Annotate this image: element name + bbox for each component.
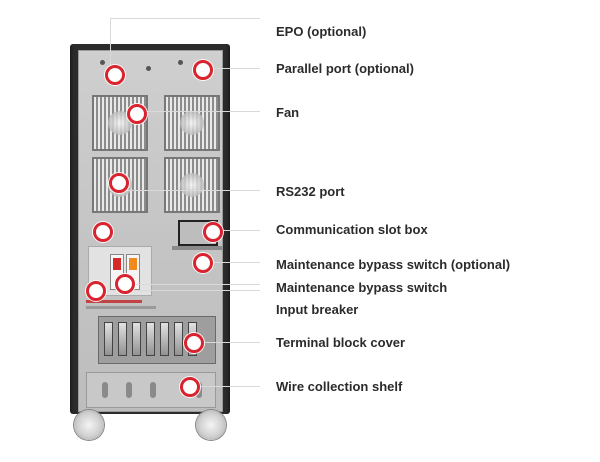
maintenance-bypass-switch-marker	[115, 274, 135, 294]
terminal	[104, 322, 113, 356]
wire-collection-shelf-marker	[180, 377, 200, 397]
leader-line	[116, 190, 260, 191]
leader-line	[210, 230, 260, 231]
label-input-breaker: Input breaker	[276, 302, 359, 317]
label-wire-collection-shelf: Wire collection shelf	[276, 379, 403, 394]
label-parallel-port: Parallel port (optional)	[276, 61, 414, 76]
caster-wheel	[74, 410, 104, 440]
fan-grille-bottom-right	[164, 157, 220, 213]
maintenance-bypass-switch-optional-marker	[93, 222, 113, 242]
shelf-slot	[150, 382, 156, 398]
leader-line	[200, 262, 260, 263]
leader-line	[190, 342, 260, 343]
shelf-slot	[102, 382, 108, 398]
maintenance-bypass-switch-optional-marker	[193, 253, 213, 273]
label-maintenance-bypass-switch-optional: Maintenance bypass switch (optional)	[276, 257, 511, 272]
leader-line	[122, 284, 260, 285]
leader-line	[92, 290, 260, 291]
panel-screw	[100, 60, 105, 65]
terminal-block-cover-marker	[184, 333, 204, 353]
terminal	[174, 322, 183, 356]
terminal	[160, 322, 169, 356]
leader-line	[110, 18, 260, 19]
leader-line	[134, 111, 260, 112]
panel-screw	[178, 60, 183, 65]
fan-marker	[127, 104, 147, 124]
caster-wheel	[196, 410, 226, 440]
fan-grille-top-right	[164, 95, 220, 151]
shelf-slot	[126, 382, 132, 398]
label-fan: Fan	[276, 105, 300, 120]
parallel-port-marker	[193, 60, 213, 80]
label-terminal-block-cover: Terminal block cover	[276, 335, 406, 350]
rs232-port-marker	[109, 173, 129, 193]
warning-marking	[86, 306, 156, 309]
leader-line	[200, 68, 260, 69]
terminal	[146, 322, 155, 356]
slot-marking	[172, 246, 222, 250]
epo-marker	[105, 65, 125, 85]
input-breaker-marker	[86, 281, 106, 301]
label-maintenance-bypass-switch: Maintenance bypass switch	[276, 280, 448, 295]
label-communication-slot-box: Communication slot box	[276, 222, 428, 237]
leader-line	[186, 386, 260, 387]
leader-line	[110, 18, 111, 70]
warning-marking	[86, 300, 142, 303]
panel-screw	[146, 66, 151, 71]
terminal	[132, 322, 141, 356]
label-rs232-port: RS232 port	[276, 184, 345, 199]
terminal	[118, 322, 127, 356]
communication-slot-box-marker	[203, 222, 223, 242]
label-epo: EPO (optional)	[276, 24, 367, 39]
